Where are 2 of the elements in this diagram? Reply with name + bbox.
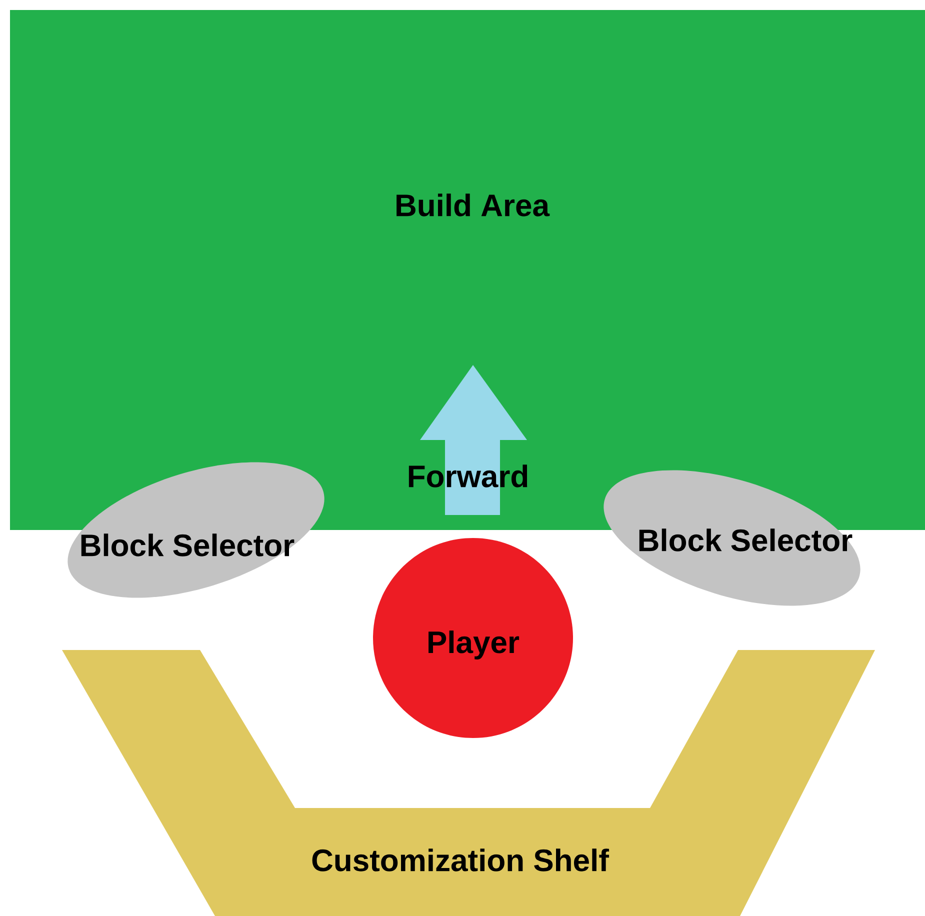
block-selector: Block Selector bbox=[68, 462, 324, 598]
block-selector: Block Selector bbox=[604, 470, 860, 606]
